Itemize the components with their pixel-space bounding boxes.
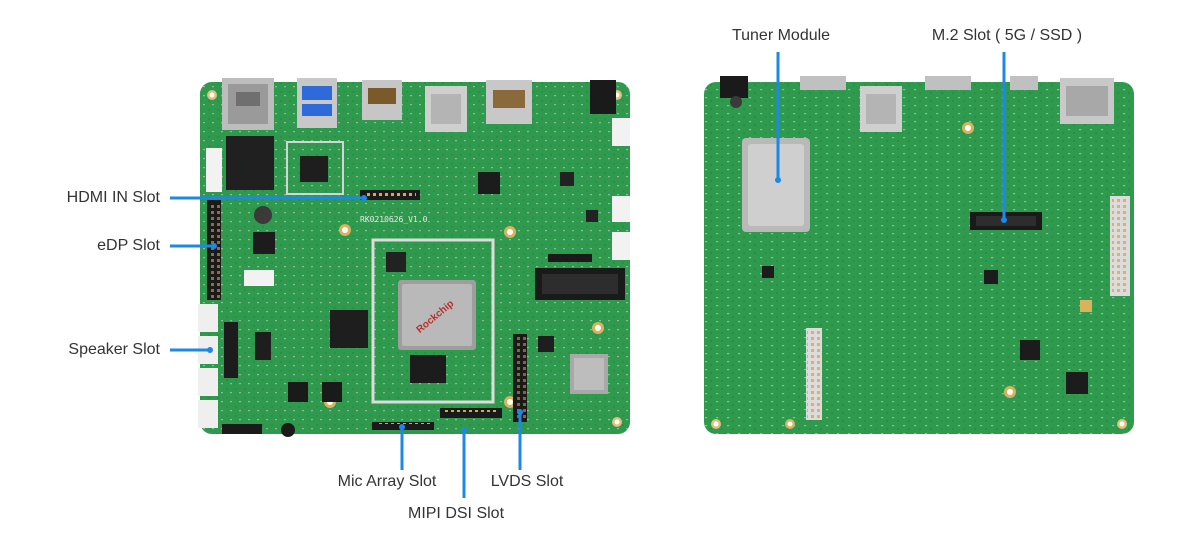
label-hdmi-in-slot: HDMI IN Slot (66, 189, 160, 206)
label-tuner-module: Tuner Module (731, 27, 831, 44)
label-m2-slot: M.2 Slot ( 5G / SSD ) (931, 27, 1083, 44)
board-back (704, 76, 1134, 434)
label-mic-array-slot: Mic Array Slot (337, 473, 437, 490)
label-speaker-slot: Speaker Slot (68, 341, 160, 358)
label-lvds-slot: LVDS Slot (490, 473, 564, 490)
label-edp-slot: eDP Slot (97, 237, 160, 254)
board-front (198, 78, 630, 437)
board-silkscreen: RK0210626_V1.0 (360, 215, 428, 224)
label-mipi-dsi-slot: MIPI DSI Slot (407, 505, 505, 522)
